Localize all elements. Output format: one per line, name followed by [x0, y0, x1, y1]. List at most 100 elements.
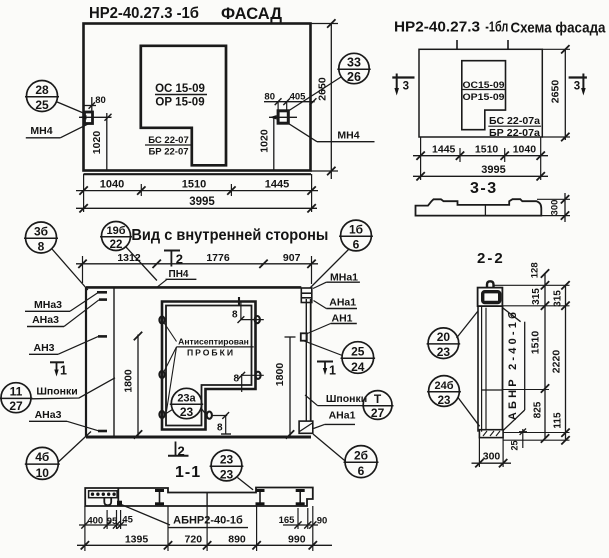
svg-text:8: 8: [217, 423, 223, 434]
svg-text:300: 300: [483, 451, 501, 463]
svg-text:23а: 23а: [177, 392, 196, 404]
svg-text:БР 22-07: БР 22-07: [148, 147, 188, 158]
svg-text:8: 8: [232, 310, 238, 321]
svg-text:4б: 4б: [35, 450, 49, 464]
svg-text:20: 20: [437, 330, 451, 344]
svg-text:БС 22-07: БС 22-07: [148, 135, 189, 146]
svg-text:1800: 1800: [123, 369, 135, 393]
svg-text:1510: 1510: [475, 144, 499, 156]
svg-text:АНа1: АНа1: [329, 297, 356, 309]
svg-text:25: 25: [351, 344, 365, 358]
svg-text:2220: 2220: [551, 350, 563, 374]
svg-text:3б: 3б: [34, 224, 48, 238]
svg-text:33: 33: [347, 55, 361, 69]
svg-text:1020: 1020: [258, 129, 270, 153]
svg-text:3: 3: [403, 81, 409, 93]
svg-text:990: 990: [288, 534, 306, 546]
svg-text:24: 24: [351, 360, 365, 374]
svg-text:Шпонки: Шпонки: [326, 393, 367, 405]
svg-text:23: 23: [437, 345, 451, 359]
svg-text:6: 6: [358, 464, 365, 478]
svg-text:315: 315: [553, 290, 564, 307]
svg-text:АНа3: АНа3: [35, 409, 62, 421]
svg-text:АН3: АН3: [33, 342, 54, 354]
svg-text:1040: 1040: [100, 179, 124, 191]
svg-text:28: 28: [35, 83, 49, 97]
svg-text:27: 27: [371, 406, 385, 420]
svg-text:315: 315: [531, 288, 542, 305]
svg-text:МНа3: МНа3: [34, 299, 62, 311]
svg-text:Вид с внутренней стороны: Вид с внутренней стороны: [131, 227, 328, 244]
svg-text:НР2-40.27.3: НР2-40.27.3: [394, 19, 480, 36]
svg-text:720: 720: [185, 534, 203, 546]
svg-text:ОС 15-09: ОС 15-09: [155, 83, 205, 95]
svg-text:1445: 1445: [432, 144, 456, 156]
svg-text:1040: 1040: [513, 144, 537, 156]
svg-text:Антисептирован: Антисептирован: [178, 337, 249, 347]
svg-text:400: 400: [87, 516, 103, 527]
svg-text:ОР15-09: ОР15-09: [463, 92, 505, 103]
svg-text:-1бл: -1бл: [485, 20, 508, 36]
svg-text:ОР 15-09: ОР 15-09: [155, 97, 204, 109]
svg-text:3-3: 3-3: [470, 180, 498, 197]
svg-text:25: 25: [35, 98, 49, 112]
svg-text:1510: 1510: [182, 179, 206, 191]
svg-text:22: 22: [110, 239, 123, 251]
svg-text:1510: 1510: [530, 331, 542, 355]
svg-text:25: 25: [509, 440, 519, 450]
svg-text:Т: Т: [374, 392, 382, 406]
svg-text:165: 165: [279, 515, 296, 526]
svg-text:АБНР2-40-1б: АБНР2-40-1б: [173, 515, 243, 527]
svg-text:128: 128: [530, 262, 541, 278]
svg-text:80: 80: [95, 95, 106, 106]
svg-text:45: 45: [122, 515, 133, 526]
svg-text:405: 405: [290, 92, 307, 103]
svg-text:23: 23: [220, 452, 234, 466]
svg-text:8: 8: [234, 374, 240, 385]
svg-text:95: 95: [107, 516, 118, 527]
svg-text:2: 2: [176, 252, 183, 267]
svg-text:90: 90: [317, 516, 328, 527]
svg-text:МН4: МН4: [337, 130, 359, 142]
svg-text:ПН4: ПН4: [169, 269, 189, 280]
svg-text:2-2: 2-2: [477, 250, 505, 267]
svg-text:АНа3: АНа3: [32, 314, 59, 326]
svg-text:300: 300: [550, 200, 561, 216]
svg-text:3: 3: [574, 81, 580, 93]
svg-text:1445: 1445: [265, 179, 289, 191]
svg-text:1: 1: [60, 364, 67, 378]
svg-text:27: 27: [9, 399, 23, 413]
svg-text:23: 23: [220, 467, 234, 481]
svg-text:ПРОБКИ: ПРОБКИ: [187, 348, 235, 358]
svg-text:1-1: 1-1: [175, 464, 201, 481]
svg-text:1312: 1312: [117, 252, 141, 264]
svg-text:АБНР 2-40-1б: АБНР 2-40-1б: [507, 309, 519, 420]
svg-text:Схема фасада: Схема фасада: [511, 20, 607, 37]
svg-text:1б: 1б: [349, 222, 363, 236]
svg-text:3995: 3995: [481, 164, 505, 176]
svg-text:БР 22-07а: БР 22-07а: [489, 128, 540, 139]
svg-text:10: 10: [36, 466, 50, 480]
svg-text:8: 8: [38, 240, 45, 254]
svg-text:БС 22-07а: БС 22-07а: [489, 116, 540, 127]
svg-text:МНа1: МНа1: [330, 272, 358, 284]
svg-text:6: 6: [353, 237, 360, 251]
svg-text:80: 80: [264, 91, 275, 102]
svg-text:907: 907: [283, 252, 301, 264]
svg-text:1395: 1395: [125, 534, 149, 546]
svg-text:1020: 1020: [91, 131, 103, 155]
svg-text:2650: 2650: [550, 80, 562, 104]
svg-text:24б: 24б: [434, 380, 453, 392]
svg-text:825: 825: [532, 401, 543, 418]
svg-text:115: 115: [553, 412, 564, 429]
svg-text:1800: 1800: [274, 363, 286, 387]
svg-text:23: 23: [438, 395, 451, 407]
svg-text:2б: 2б: [354, 448, 368, 462]
svg-text:ОС15-09: ОС15-09: [463, 80, 505, 91]
svg-text:1776: 1776: [206, 252, 230, 264]
svg-text:26: 26: [347, 70, 361, 84]
svg-text:19б: 19б: [106, 225, 125, 237]
svg-text:МН4: МН4: [30, 125, 52, 137]
svg-text:НР2-40.27.3 -1б: НР2-40.27.3 -1б: [89, 5, 199, 22]
svg-text:2650: 2650: [317, 77, 329, 101]
